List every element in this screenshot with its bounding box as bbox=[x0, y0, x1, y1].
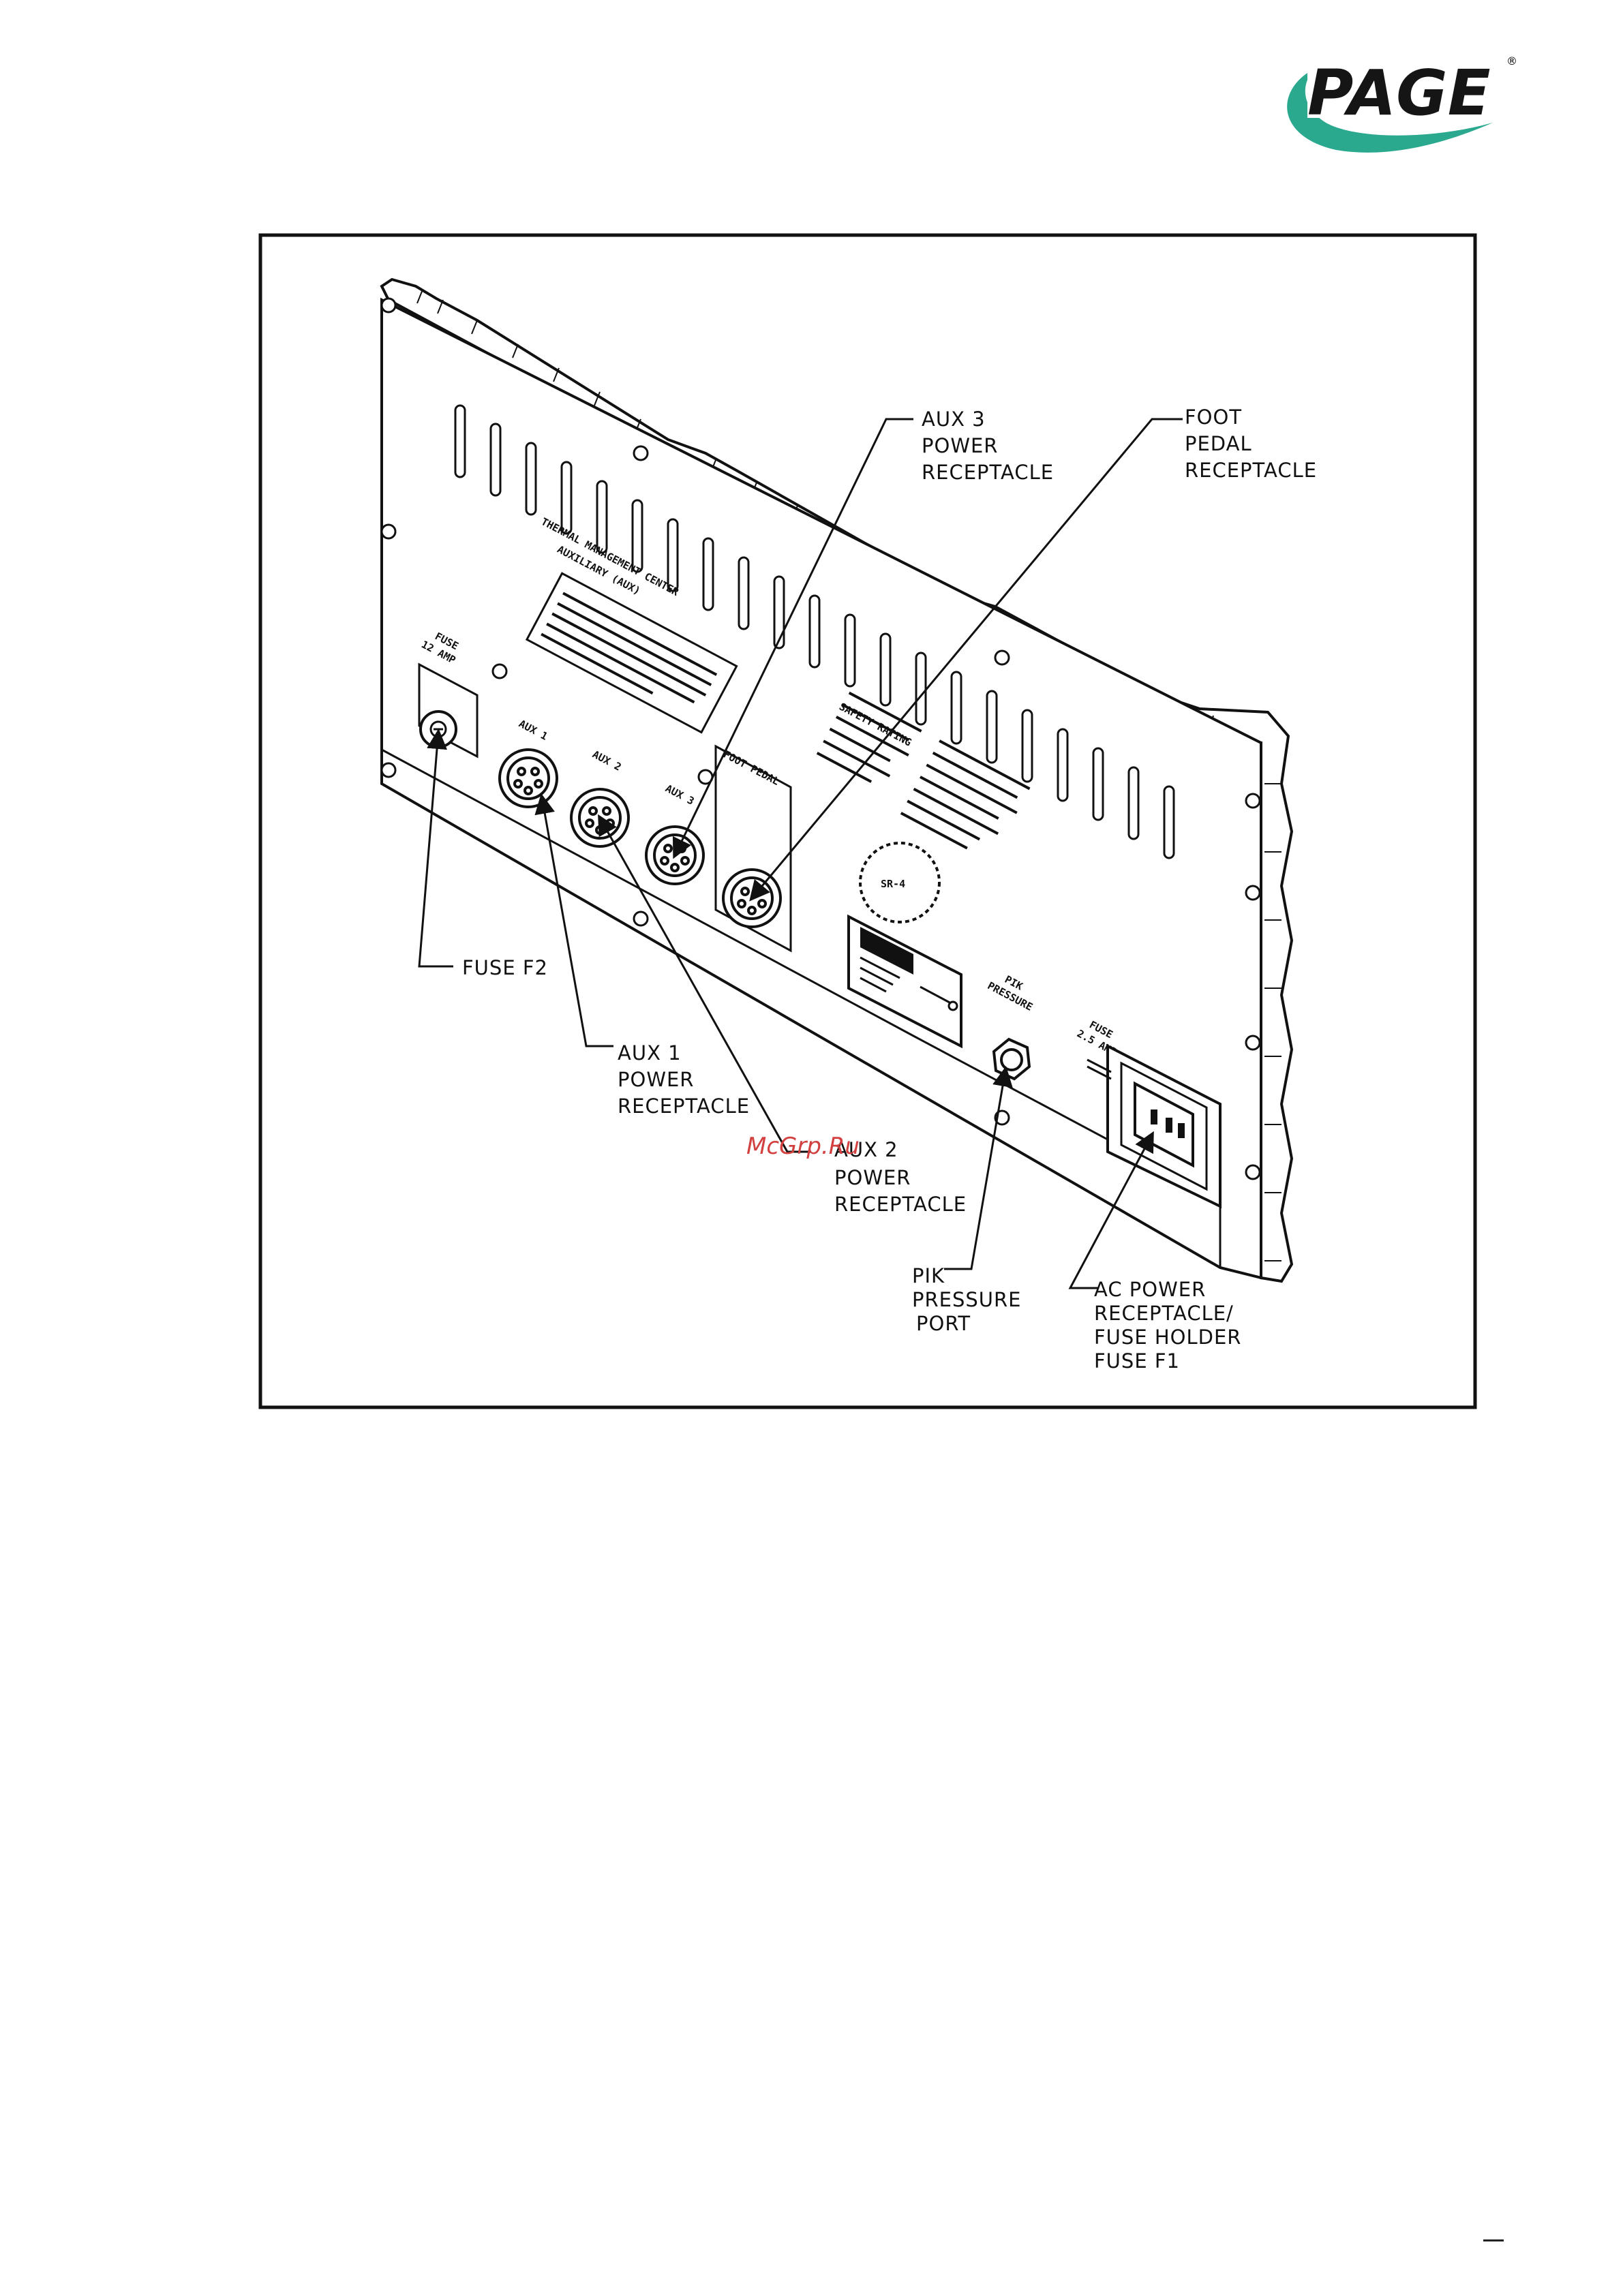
callout-aux3-line3: RECEPTACLE bbox=[922, 461, 1054, 484]
panel-ledge bbox=[381, 748, 1222, 1268]
logo-text: PAGE bbox=[1307, 57, 1491, 129]
callout-aux1-line2: POWER bbox=[618, 1068, 694, 1091]
callout-fuse-f2-line1: FUSE F2 bbox=[462, 956, 548, 979]
leader-pik bbox=[944, 1066, 1013, 1270]
callout-aux3-line2: POWER bbox=[922, 434, 998, 457]
page-logo: PAGE ® bbox=[1287, 55, 1517, 153]
logo-swoosh bbox=[1287, 68, 1493, 153]
callout-foot-line2: PEDAL bbox=[1185, 432, 1252, 455]
leader-aux1 bbox=[534, 793, 613, 1047]
safety-rating-block: SAFETY RATING SR-4 bbox=[816, 691, 1031, 923]
callout-foot-line1: FOOT bbox=[1185, 405, 1242, 429]
leader-ac bbox=[1068, 1131, 1154, 1289]
name-plate bbox=[847, 914, 962, 1049]
aux1-connector bbox=[498, 748, 558, 808]
callout-aux3: AUX 3 POWER RECEPTACLE bbox=[922, 408, 1054, 484]
callout-fuse-f2: FUSE F2 bbox=[462, 956, 548, 979]
vent-slots bbox=[454, 404, 1175, 859]
callout-pik-line2: PRESSURE bbox=[912, 1288, 1021, 1311]
callout-ac-line2: RECEPTACLE/ bbox=[1094, 1302, 1234, 1325]
callout-aux2-line2: POWER bbox=[834, 1166, 911, 1189]
page-corner-mark bbox=[1483, 2239, 1504, 2241]
aux-warning-label bbox=[525, 572, 738, 734]
callout-aux1: AUX 1 POWER RECEPTACLE bbox=[618, 1041, 750, 1118]
logo-registered: ® bbox=[1506, 55, 1517, 67]
callout-pik-line3: PORT bbox=[916, 1312, 971, 1335]
leader-lines bbox=[418, 418, 1183, 1289]
callout-aux3-line1: AUX 3 bbox=[922, 408, 986, 431]
callout-ac: AC POWER RECEPTACLE/ FUSE HOLDER FUSE F1 bbox=[1094, 1278, 1241, 1373]
callout-foot: FOOT PEDAL RECEPTACLE bbox=[1185, 405, 1317, 482]
callout-ac-line4: FUSE F1 bbox=[1094, 1349, 1180, 1373]
rear-panel: THERMAL MANAGEMENT CENTER AUXILIARY (AUX… bbox=[380, 277, 1294, 1283]
leader-fuse-f2 bbox=[418, 729, 453, 968]
leader-aux3 bbox=[672, 418, 913, 859]
sr-badge-text: SR-4 bbox=[881, 878, 905, 890]
callout-foot-line3: RECEPTACLE bbox=[1185, 459, 1317, 482]
mounting-screws bbox=[380, 297, 1261, 1180]
leader-aux2 bbox=[598, 814, 811, 1153]
watermark: McGrp.Ru bbox=[746, 1133, 860, 1160]
figure-frame bbox=[258, 233, 1477, 1409]
logo-block bbox=[1307, 58, 1512, 118]
leader-foot bbox=[749, 418, 1183, 902]
callout-aux2-line1: AUX 2 bbox=[834, 1138, 898, 1161]
callout-pik-line1: PIK bbox=[912, 1264, 945, 1287]
foot-pedal-plate bbox=[714, 744, 792, 953]
panel-top-rib bbox=[380, 277, 1294, 1283]
callout-pik: PIK PRESSURE PORT bbox=[912, 1264, 1021, 1335]
callout-aux1-line3: RECEPTACLE bbox=[618, 1095, 750, 1118]
callout-ac-line1: AC POWER bbox=[1094, 1278, 1206, 1301]
callout-aux2-line3: RECEPTACLE bbox=[834, 1193, 967, 1216]
callout-aux1-line1: AUX 1 bbox=[618, 1041, 682, 1065]
callout-aux2: AUX 2 POWER RECEPTACLE bbox=[834, 1138, 967, 1216]
callout-ac-line3: FUSE HOLDER bbox=[1094, 1326, 1241, 1349]
sr-badge bbox=[859, 842, 941, 923]
